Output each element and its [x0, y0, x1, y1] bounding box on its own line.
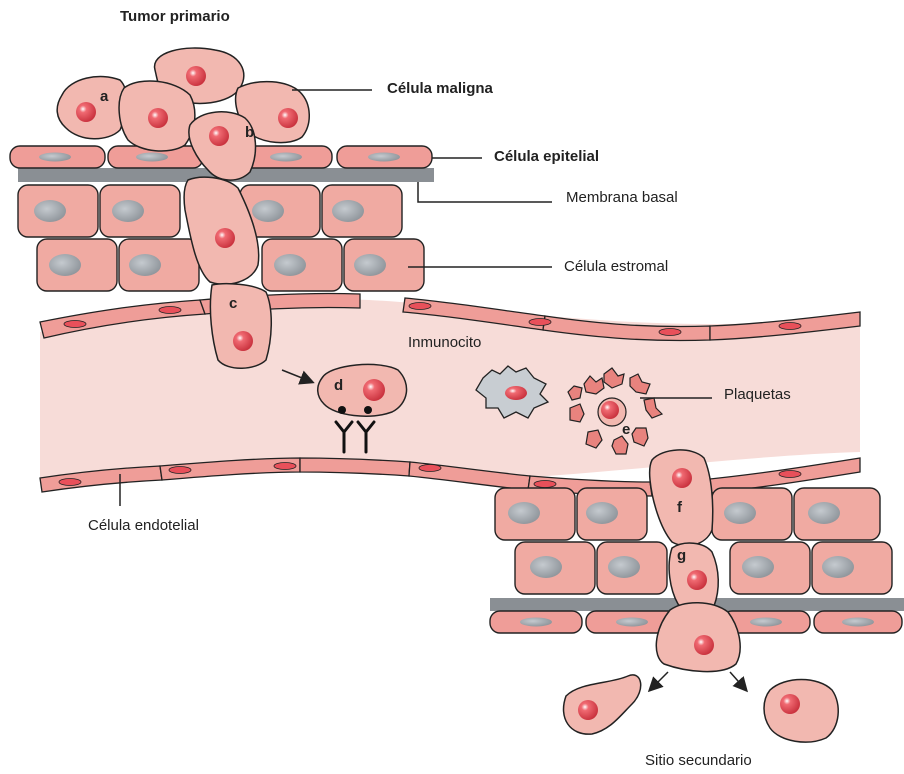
label-sitio-secundario: Sitio secundario [645, 752, 752, 769]
label-celula-estromal: Célula estromal [564, 258, 668, 275]
label-inmunocito: Inmunocito [408, 334, 481, 351]
step-label-d: d [334, 377, 343, 394]
step-label-a: a [100, 88, 109, 105]
step-label-e: e [622, 421, 630, 438]
step-label-g: g [677, 547, 686, 564]
label-tumor-primario: Tumor primario [120, 8, 230, 25]
step-label-b: b [245, 124, 254, 141]
label-celula-maligna: Célula maligna [387, 80, 493, 97]
label-celula-endotelial: Célula endotelial [88, 517, 199, 534]
dispersal-arrows [650, 672, 746, 690]
step-label-c: c [229, 295, 237, 312]
arrested-cell-d [318, 364, 407, 416]
label-plaquetas: Plaquetas [724, 386, 791, 403]
label-membrana-basal: Membrana basal [566, 189, 678, 206]
label-celula-epitelial: Célula epitelial [494, 148, 599, 165]
